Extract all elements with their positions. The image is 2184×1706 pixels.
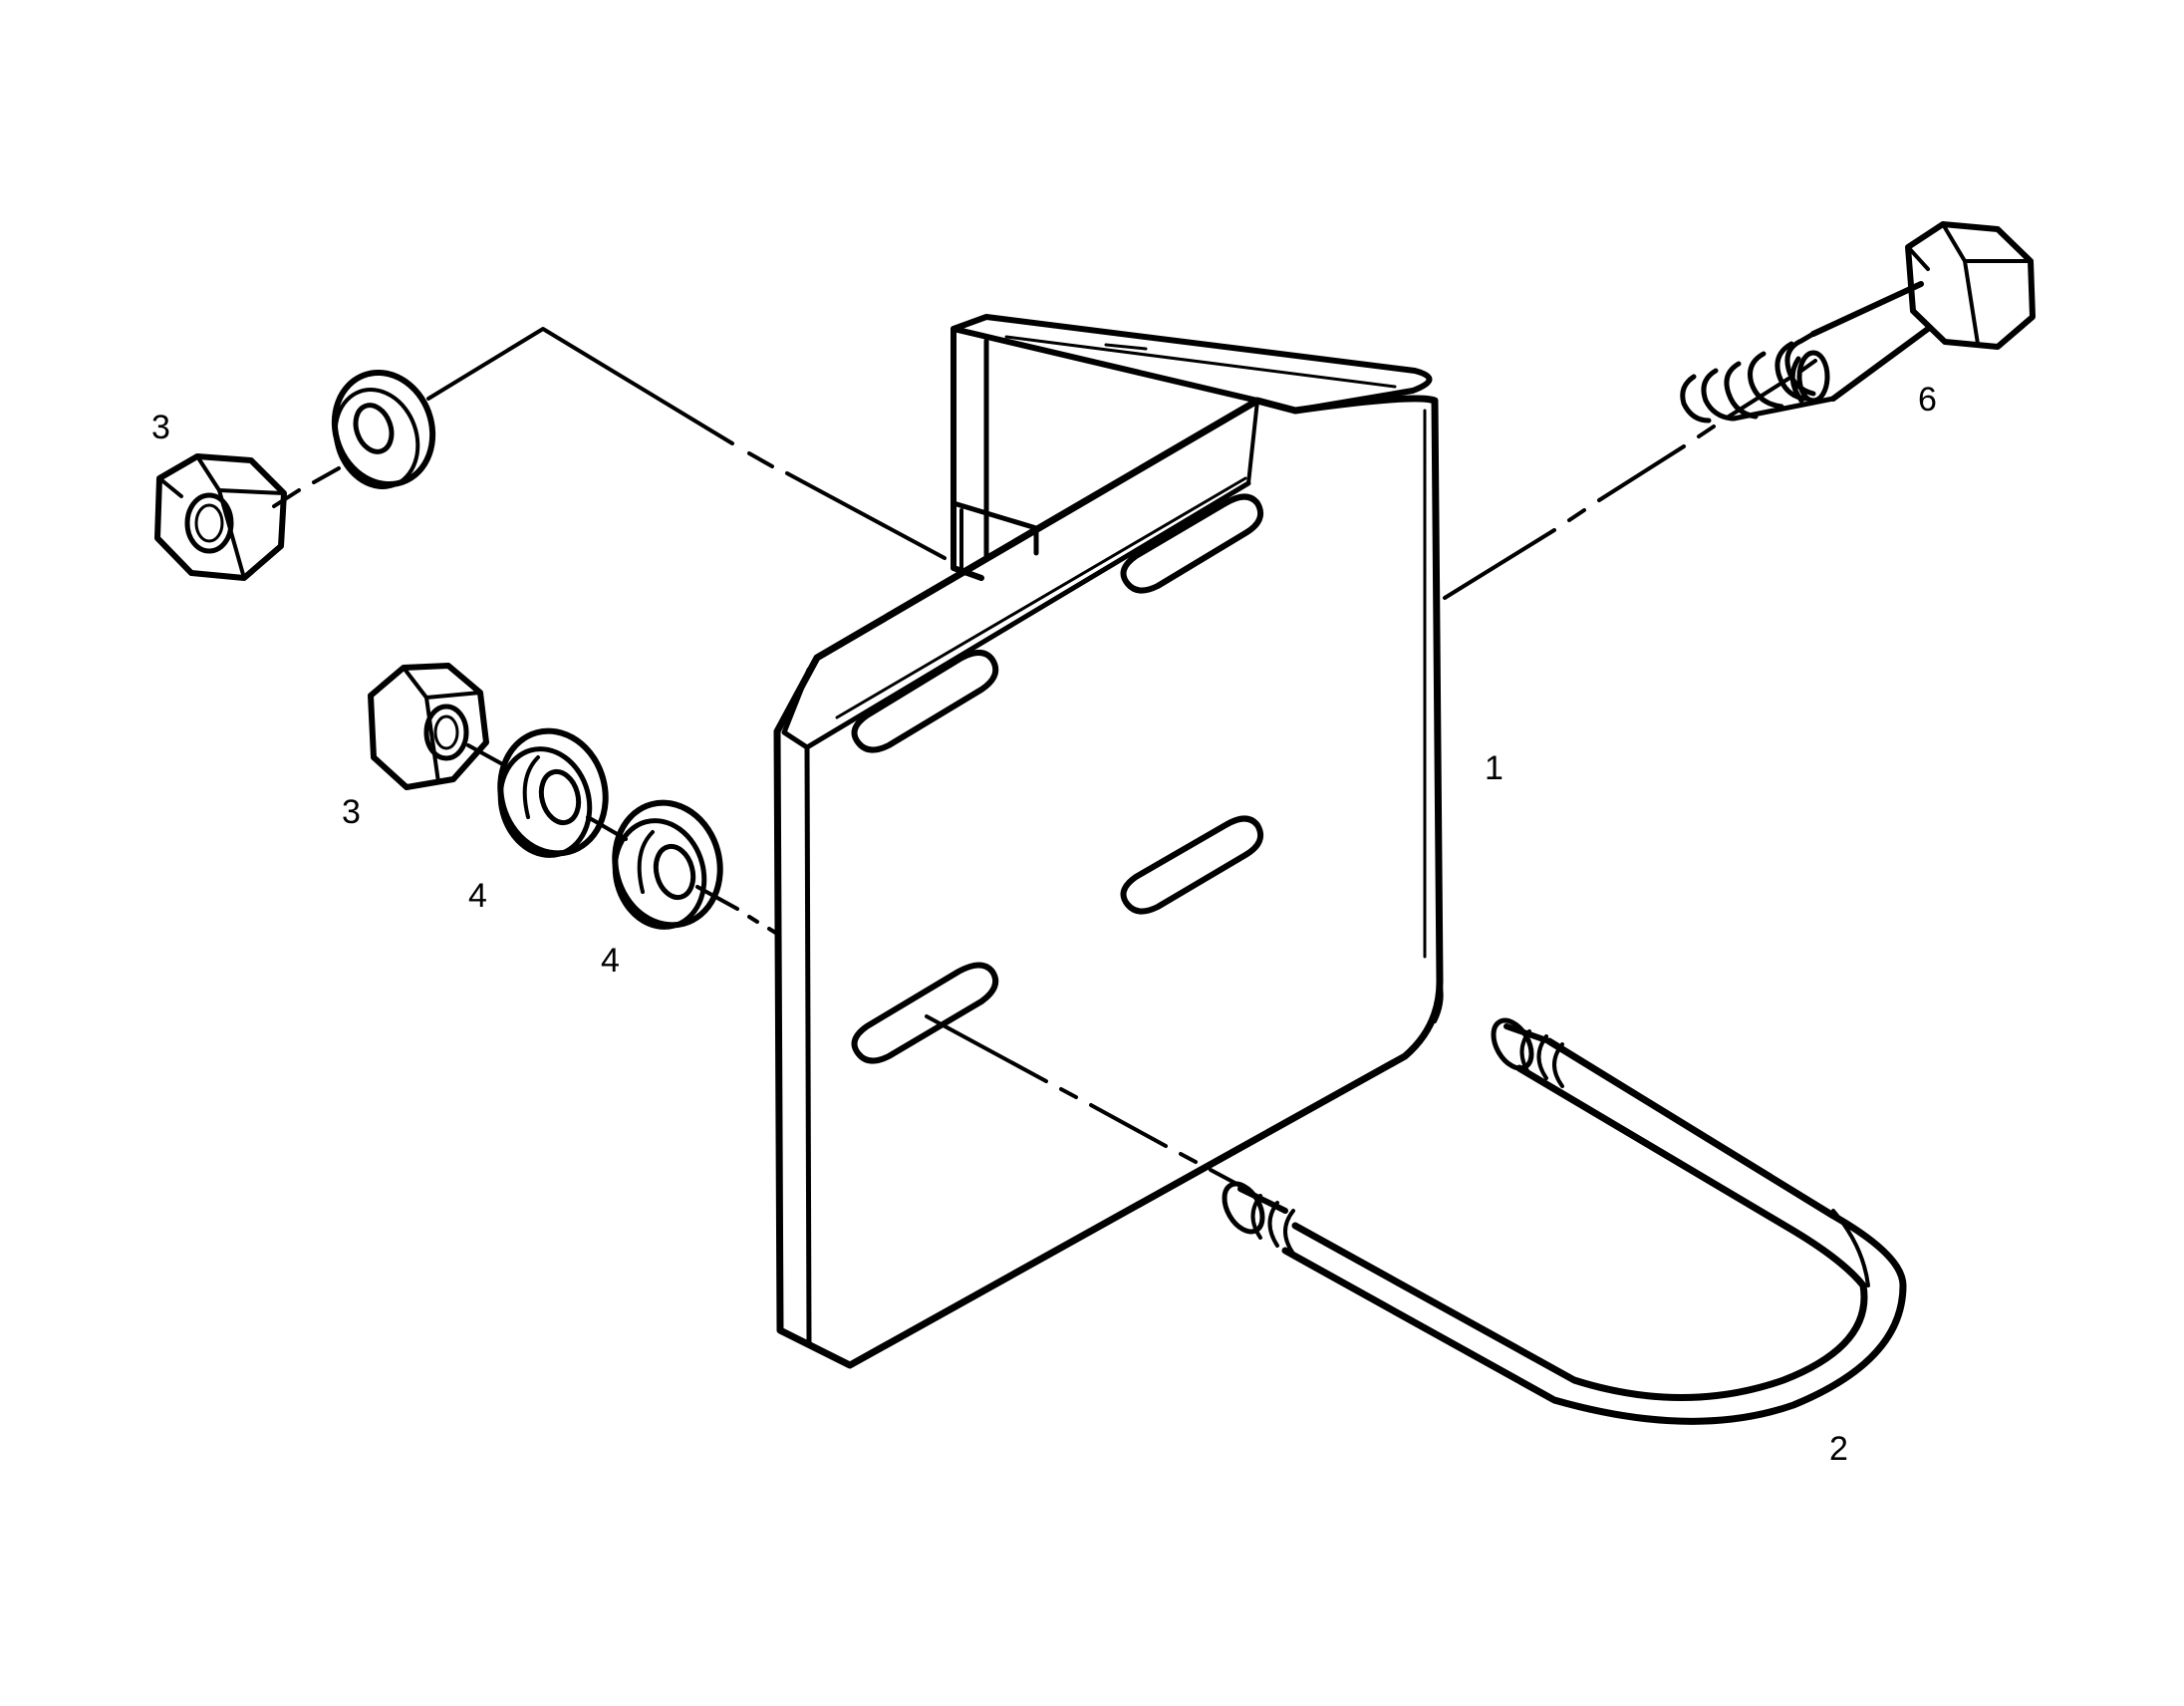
bracket-part — [773, 314, 1444, 1369]
callout-bracket: 1 — [1485, 749, 1503, 787]
hex-nut-top — [154, 453, 287, 581]
u-bolt — [1222, 1017, 1907, 1425]
callout-nut-lower: 3 — [342, 793, 361, 831]
washer-top — [331, 369, 436, 489]
slot-mid-left — [851, 650, 999, 753]
callout-u-bolt: 2 — [1829, 1430, 1848, 1468]
lock-washer-b — [612, 799, 723, 930]
hex-bolt — [1680, 221, 2036, 424]
callout-washer-b: 4 — [601, 942, 620, 980]
callout-labels: 1 2 3 3 4 4 6 — [151, 381, 1937, 1468]
lock-washer-a — [497, 727, 609, 858]
callout-washer-a: 4 — [468, 877, 487, 915]
slot-mid-right — [1120, 815, 1263, 915]
callout-bolt: 6 — [1918, 381, 1937, 419]
slot-bottom-left — [851, 962, 999, 1064]
hex-nut-lower — [368, 663, 489, 790]
callout-nut-top: 3 — [151, 409, 170, 446]
slot-top-right — [1120, 493, 1263, 594]
